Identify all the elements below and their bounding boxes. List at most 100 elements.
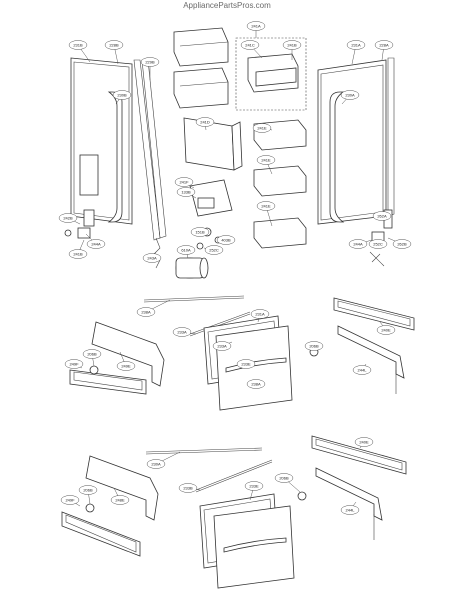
upper-drawer-left-rail[interactable] bbox=[69, 369, 147, 395]
upper-drawer-front[interactable] bbox=[215, 325, 293, 411]
callout-l39: 244L bbox=[352, 363, 372, 375]
callout-label: 252C bbox=[209, 247, 219, 252]
upper-drawer-rod-2[interactable] bbox=[189, 311, 251, 337]
callout-l35: 249F bbox=[64, 359, 84, 369]
lower-drawer-rod-1[interactable] bbox=[145, 447, 263, 455]
callout-oval bbox=[354, 437, 374, 447]
callout-l13: 241E bbox=[256, 155, 276, 175]
lower-drawer-left-roller[interactable] bbox=[85, 503, 95, 513]
upper-drawer-left-bracket[interactable] bbox=[91, 321, 165, 387]
lower-drawer-right-bracket[interactable] bbox=[315, 467, 383, 540]
lower-drawer-left-bracket[interactable] bbox=[85, 455, 159, 521]
upper-drawer-rod-1[interactable] bbox=[143, 295, 245, 303]
callout-oval bbox=[140, 57, 160, 67]
callout-l45: 248E bbox=[110, 487, 130, 505]
door-bin-1[interactable] bbox=[173, 27, 229, 67]
ice-chute-housing[interactable] bbox=[189, 179, 233, 217]
door-bin-assembly-box[interactable] bbox=[235, 37, 307, 111]
callout-label: 230A bbox=[151, 461, 161, 466]
callout-label: 230A bbox=[345, 92, 355, 97]
callout-oval bbox=[256, 155, 276, 165]
callout-l9: 241D bbox=[195, 117, 215, 131]
lower-drawer-left-rail[interactable] bbox=[61, 511, 141, 557]
callout-label: 206B bbox=[279, 475, 289, 480]
callout-label: 244A bbox=[91, 241, 101, 246]
dispenser-motor[interactable] bbox=[175, 257, 209, 279]
callout-l47: 206B bbox=[274, 473, 301, 493]
door-shelf-2[interactable] bbox=[253, 165, 307, 197]
callout-label: 233B bbox=[183, 485, 193, 490]
left-door-panel[interactable] bbox=[70, 57, 133, 225]
callout-oval bbox=[112, 90, 132, 100]
upper-drawer-right-bracket[interactable] bbox=[337, 325, 405, 394]
callout-label: 229B bbox=[145, 59, 155, 64]
callout-label: 241D bbox=[200, 119, 210, 124]
callout-l25: 262A bbox=[372, 211, 392, 221]
callout-label: 248E bbox=[115, 497, 125, 502]
callout-l21: 403B bbox=[216, 235, 236, 245]
callout-oval bbox=[68, 40, 88, 50]
callout-label: 206B bbox=[87, 351, 97, 356]
callout-oval bbox=[195, 117, 215, 127]
callout-oval bbox=[176, 245, 196, 255]
upper-drawer-right-rail[interactable] bbox=[333, 297, 415, 331]
callout-l24: 243A bbox=[142, 251, 162, 263]
callout-label: 231A bbox=[351, 42, 361, 47]
door-shelf-3[interactable] bbox=[253, 217, 307, 249]
callout-oval bbox=[256, 201, 276, 211]
door-bin-2[interactable] bbox=[173, 67, 229, 109]
lower-drawer-right-rail[interactable] bbox=[311, 435, 407, 475]
callout-label: 241B bbox=[73, 251, 83, 256]
callout-oval bbox=[352, 365, 372, 375]
lower-drawer-right-roller[interactable] bbox=[297, 491, 307, 501]
callout-label: 241F bbox=[179, 179, 189, 184]
callout-label: 151B bbox=[195, 229, 205, 234]
right-door-handle[interactable] bbox=[329, 91, 345, 223]
lower-drawer-front[interactable] bbox=[213, 505, 295, 589]
callout-label: 228B bbox=[109, 42, 119, 47]
callout-label: 240E bbox=[381, 327, 391, 332]
callout-l42: 230A bbox=[146, 451, 181, 469]
callout-label: 262A bbox=[377, 213, 387, 218]
callout-label: 206B bbox=[309, 343, 319, 348]
callout-oval bbox=[142, 253, 162, 263]
dispenser-cover[interactable] bbox=[183, 117, 243, 171]
callout-l43: 206B bbox=[78, 485, 98, 505]
callout-l14: 241F bbox=[174, 177, 195, 189]
callout-l23: 610A bbox=[176, 245, 196, 259]
callout-oval bbox=[216, 235, 236, 245]
right-door-panel[interactable] bbox=[317, 59, 387, 225]
callout-oval bbox=[246, 21, 266, 31]
left-door-gasket[interactable] bbox=[133, 59, 167, 241]
callout-label: 206B bbox=[83, 487, 93, 492]
callout-l48: 233E bbox=[244, 481, 264, 501]
wire-harness[interactable] bbox=[153, 237, 161, 269]
watermark: AppliancePartsPros.com bbox=[183, 1, 271, 10]
callout-l15: 133B bbox=[176, 187, 197, 199]
callout-l40: 238A bbox=[246, 379, 266, 389]
right-door-gasket[interactable] bbox=[387, 57, 395, 217]
callout-label: 228A bbox=[379, 42, 389, 47]
callout-oval bbox=[240, 40, 260, 50]
callout-label: 241E bbox=[261, 157, 271, 162]
callout-oval bbox=[274, 473, 294, 483]
callout-label: 244A bbox=[353, 241, 363, 246]
upper-drawer-left-roller[interactable] bbox=[89, 365, 99, 375]
callout-l28: 244A bbox=[348, 239, 373, 249]
callout-label: 233A bbox=[217, 343, 227, 348]
left-door-hinge[interactable] bbox=[64, 209, 95, 239]
callout-oval bbox=[348, 239, 368, 249]
callout-oval bbox=[174, 177, 194, 187]
callout-oval bbox=[68, 249, 88, 259]
callout-oval bbox=[110, 495, 130, 505]
callout-label: 241C bbox=[245, 42, 255, 47]
callout-l12: 230A bbox=[340, 90, 360, 105]
callout-oval bbox=[178, 483, 198, 493]
callout-l18: 244A bbox=[85, 233, 106, 249]
callout-oval bbox=[64, 359, 84, 369]
callout-label: 238A bbox=[141, 309, 151, 314]
callout-oval bbox=[82, 349, 102, 359]
lower-drawer-rod-2[interactable] bbox=[195, 459, 273, 493]
callout-label: 230B bbox=[117, 92, 127, 97]
